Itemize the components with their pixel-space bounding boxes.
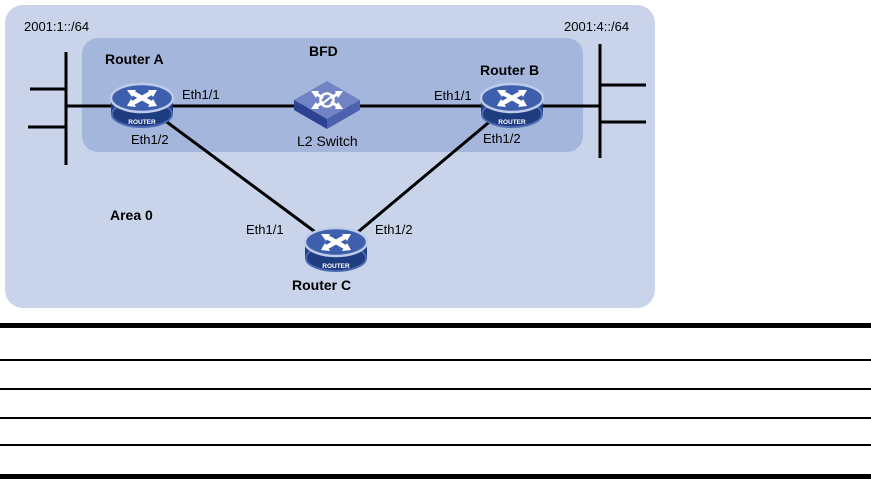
router-a-label: Router A bbox=[105, 51, 164, 67]
router-c-icon: ROUTER bbox=[303, 226, 369, 272]
table-row-rule bbox=[0, 388, 871, 390]
router-c-badge: ROUTER bbox=[322, 263, 350, 270]
link-b-c bbox=[351, 111, 501, 239]
router-c-label: Router C bbox=[292, 277, 352, 293]
table-row-rule bbox=[0, 444, 871, 446]
router-b-badge: ROUTER bbox=[498, 119, 526, 126]
table-top-rule bbox=[0, 323, 871, 328]
router-c-eth1-2-label: Eth1/2 bbox=[375, 222, 413, 237]
l2-switch-icon bbox=[294, 81, 360, 129]
router-a-icon: ROUTER bbox=[109, 82, 175, 128]
router-b-eth1-1-label: Eth1/1 bbox=[434, 88, 472, 103]
link-a-c bbox=[151, 109, 323, 239]
router-b-eth1-2-label: Eth1/2 bbox=[483, 131, 521, 146]
router-c-eth1-1-label: Eth1/1 bbox=[246, 222, 284, 237]
table-row-rule bbox=[0, 359, 871, 361]
table-bottom-rule bbox=[0, 474, 871, 479]
area0-label: Area 0 bbox=[110, 207, 153, 223]
router-b-label: Router B bbox=[480, 62, 540, 78]
network-right-label: 2001:4::/64 bbox=[564, 19, 630, 34]
l2-switch-label: L2 Switch bbox=[297, 133, 358, 149]
router-a-eth1-2-label: Eth1/2 bbox=[131, 132, 169, 147]
router-b-icon: ROUTER bbox=[479, 82, 545, 128]
router-a-badge: ROUTER bbox=[128, 119, 156, 126]
router-a-eth1-1-label: Eth1/1 bbox=[182, 87, 220, 102]
table-row-rule bbox=[0, 417, 871, 419]
network-left-label: 2001:1::/64 bbox=[24, 19, 90, 34]
bfd-label: BFD bbox=[309, 43, 338, 59]
